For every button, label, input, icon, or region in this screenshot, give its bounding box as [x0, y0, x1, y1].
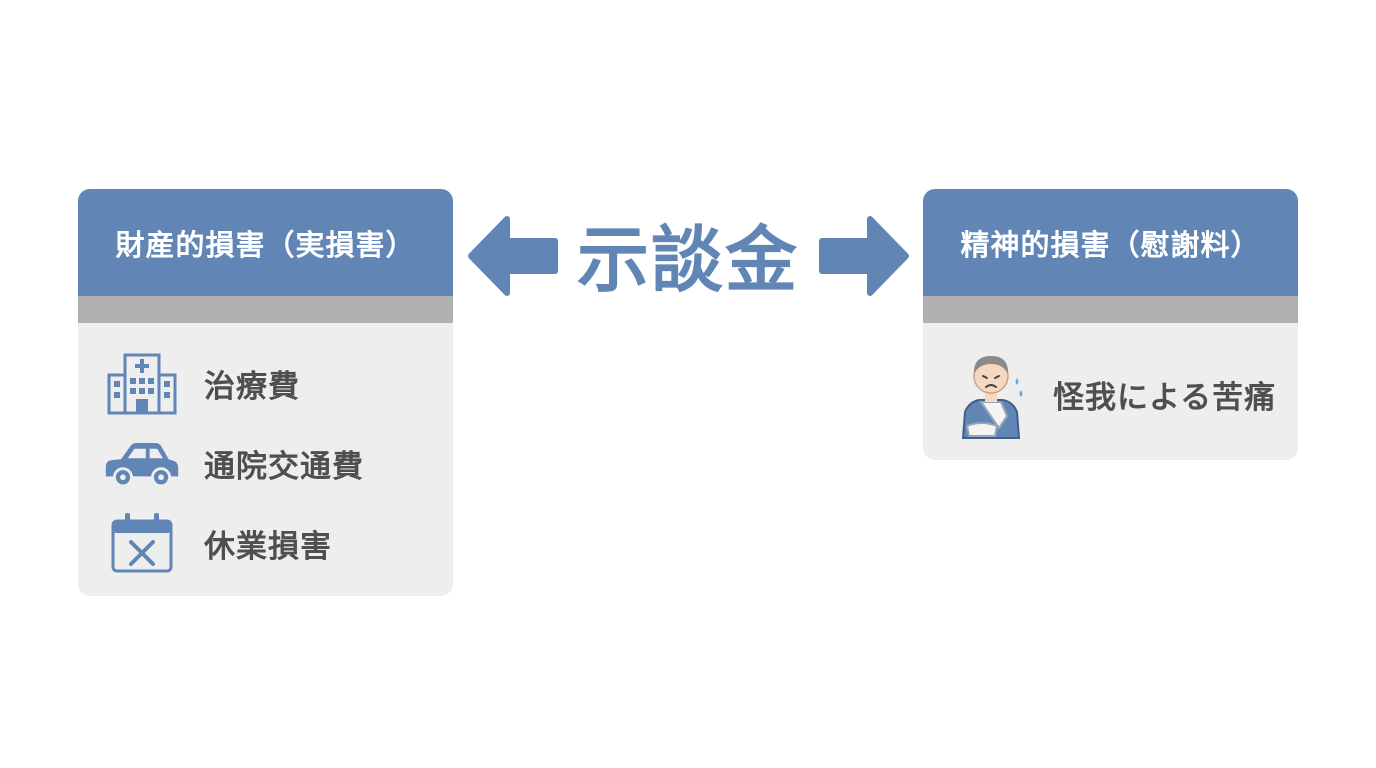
- list-item-commuting-expenses: 通院交通費: [78, 423, 453, 503]
- list-item-label: 休業損害: [204, 528, 332, 565]
- mental-damage-header: 精神的損害（慰謝料）: [923, 189, 1298, 296]
- center-title: 示談金: [576, 217, 799, 302]
- hospital-icon: [102, 348, 182, 418]
- calendar-x-icon: [102, 508, 182, 578]
- mental-damage-card: 精神的損害（慰謝料）: [923, 189, 1298, 460]
- right-arrow-icon: [819, 216, 909, 296]
- left-arrow-icon: [468, 216, 558, 296]
- injured-person-icon: [943, 346, 1039, 442]
- property-damage-list: 治療費 通院交通費: [78, 323, 453, 583]
- list-item-lost-wages: 休業損害: [78, 503, 453, 583]
- list-item-pain-from-injury: 怪我による苦痛: [923, 345, 1298, 443]
- list-item-label: 怪我による苦痛: [1053, 379, 1277, 416]
- header-divider-band: [78, 296, 453, 323]
- property-damage-header: 財産的損害（実損害）: [78, 189, 453, 296]
- list-item-medical-expenses: 治療費: [78, 343, 453, 423]
- list-item-label: 治療費: [204, 368, 300, 405]
- car-icon: [102, 428, 182, 498]
- property-damage-card: 財産的損害（実損害）: [78, 189, 453, 596]
- header-divider-band: [923, 296, 1298, 323]
- list-item-label: 通院交通費: [204, 448, 364, 485]
- mental-damage-list: 怪我による苦痛: [923, 323, 1298, 443]
